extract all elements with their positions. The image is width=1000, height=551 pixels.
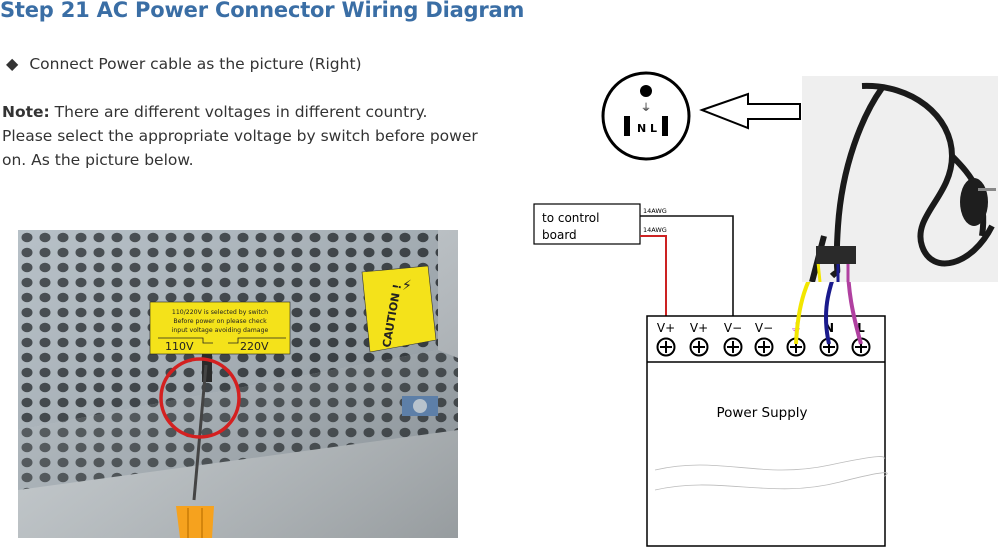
step-title: Step 21 AC Power Connector Wiring Diagra… [0, 0, 525, 22]
note-line-2: Please select the appropriate voltage by… [2, 127, 478, 145]
label-220v: 220V [240, 340, 269, 353]
control-board-line-1: to control [542, 211, 599, 225]
terminal-labels: V+ V+ V− V− ⏚ N L [657, 321, 865, 335]
terminal-screws [656, 337, 871, 357]
bullet-instruction: ◆ Connect Power cable as the picture (Rig… [6, 54, 362, 73]
label-text-3: input voltage avoiding damage [172, 327, 269, 334]
terminal-screw-3 [723, 337, 743, 357]
wire-gauge-1: 14AWG [643, 207, 667, 215]
terminal-label-vminus-2: V− [755, 321, 773, 335]
outlet-n-label: N [637, 122, 646, 135]
control-board-box: to control board [533, 203, 641, 245]
note-line-1: Note: There are different voltages in di… [2, 100, 427, 124]
note-line-3: on. As the picture below. [2, 151, 194, 169]
wire-black [640, 215, 734, 346]
power-cable-illustration [802, 76, 998, 282]
label-text-2: Before power on please check [173, 318, 267, 325]
screwdriver-shaft [192, 364, 208, 501]
terminal-screw-2 [689, 337, 709, 357]
diamond-bullet-icon: ◆ [6, 54, 19, 73]
arrow-left-icon [699, 92, 801, 130]
plug-icon [960, 178, 988, 226]
terminal-screw-4 [754, 337, 774, 357]
terminal-label-n: N [824, 321, 834, 335]
outlet-l-label: L [650, 122, 657, 135]
power-cable-photo [802, 76, 998, 282]
label-text-1: 110/220V is selected by switch [172, 309, 268, 316]
photo-illustration: 110/220V is selected by switch Before po… [18, 230, 458, 538]
outlet-ground-icon: ⏚ [641, 102, 651, 114]
caution-label: CAUTION ! ⚡ [361, 265, 437, 353]
screwdriver-handle [176, 506, 214, 538]
wire-gauge-2: 14AWG [643, 226, 667, 234]
note-label: Note: [2, 103, 50, 121]
terminal-label-vplus-1: V+ [657, 321, 675, 335]
power-supply-photo: 110/220V is selected by switch Before po… [18, 230, 458, 538]
label-110v: 110V [165, 340, 194, 353]
terminal-label-vplus-2: V+ [690, 321, 708, 335]
highlight-circle [159, 357, 241, 439]
outlet-symbol: ⏚ N L [601, 71, 691, 161]
voltage-label: 110/220V is selected by switch Before po… [149, 301, 291, 355]
terminal-screw-1 [656, 337, 676, 357]
terminal-label-l: L [857, 321, 865, 335]
power-supply-label: Power Supply [716, 405, 807, 421]
lightning-icon: ⚡ [402, 278, 412, 294]
note-text-1: There are different voltages in differen… [49, 103, 428, 121]
control-board-line-2: board [542, 228, 577, 242]
wire-red [640, 235, 667, 346]
bullet-text: Connect Power cable as the picture (Righ… [29, 55, 362, 73]
terminal-label-vminus-1: V− [724, 321, 742, 335]
